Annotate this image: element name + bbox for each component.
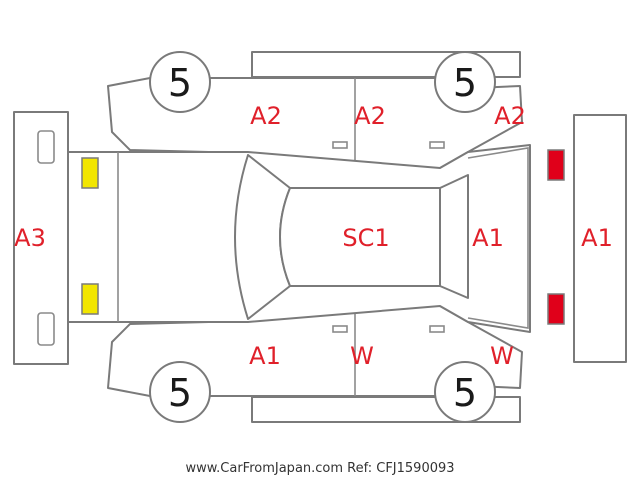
front-bumper-slot-top: [37, 130, 55, 164]
tire-rear-right: 5: [434, 361, 496, 423]
tire-front-right-score: 5: [168, 371, 192, 415]
tire-front-right: 5: [149, 361, 211, 423]
rear-lamp-right: [547, 293, 565, 325]
left-rear-handle: [429, 141, 445, 149]
damage-right-rear-door: W: [350, 342, 374, 370]
damage-rear-window: A1: [472, 224, 504, 252]
roof-panel: [279, 187, 441, 287]
tire-front-left: 5: [149, 51, 211, 113]
tire-rear-left-score: 5: [453, 61, 477, 105]
damage-left-front-door: A2: [250, 102, 282, 130]
rear-window: [439, 174, 469, 299]
right-front-handle: [332, 325, 348, 333]
damage-rear-bumper: A1: [581, 224, 613, 252]
tire-front-left-score: 5: [168, 61, 192, 105]
front-bumper-slot-bottom: [37, 312, 55, 346]
damage-left-rear-door: A2: [354, 102, 386, 130]
footer-reference: www.CarFromJapan.com Ref: CFJ1590093: [185, 461, 454, 476]
rear-lamp-left: [547, 149, 565, 181]
tire-rear-right-score: 5: [453, 371, 477, 415]
damage-right-rear-quarter: W: [490, 342, 514, 370]
rear-bumper-panel: [573, 114, 627, 363]
rear-hatch: [467, 147, 529, 329]
damage-roof: SC1: [342, 224, 389, 252]
front-bumper-panel: [13, 111, 69, 365]
front-lamp-left: [81, 157, 99, 189]
damage-right-front-door: A1: [249, 342, 281, 370]
tire-rear-left: 5: [434, 51, 496, 113]
damage-front-bumper: A3: [14, 224, 46, 252]
front-lamp-right: [81, 283, 99, 315]
damage-left-rear-quarter: A2: [494, 102, 526, 130]
left-front-handle: [332, 141, 348, 149]
right-rear-handle: [429, 325, 445, 333]
